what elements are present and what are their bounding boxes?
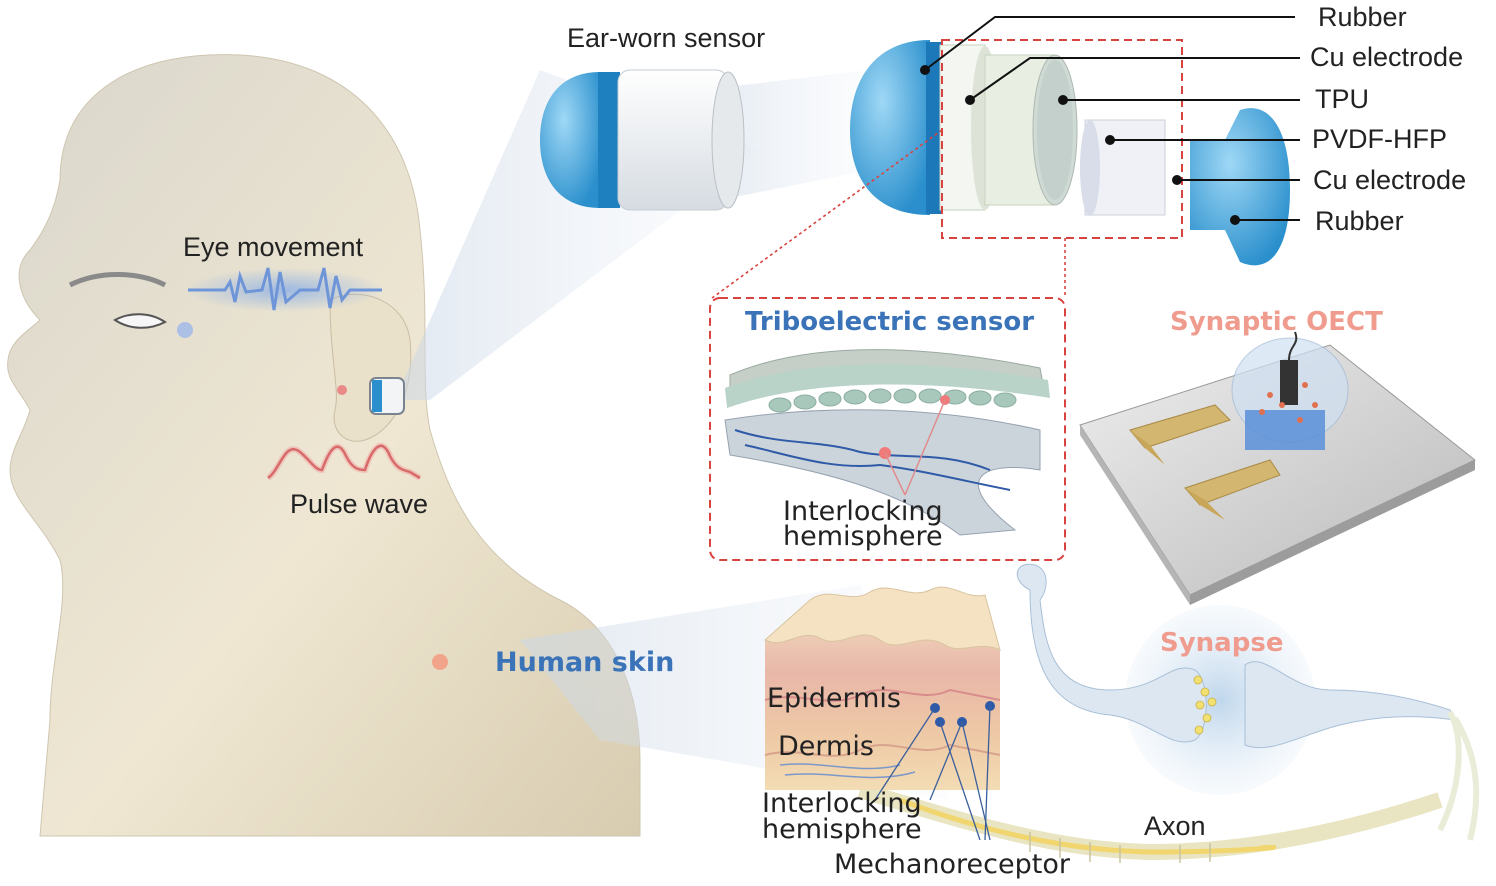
- eye-movement-label: Eye movement: [183, 232, 364, 262]
- callout-lines: [711, 129, 1066, 299]
- synapse-title: Synapse: [1160, 628, 1283, 658]
- earbud-on-head: [369, 377, 405, 415]
- axon: [857, 782, 1443, 863]
- layer-label-rubber-bottom: Rubber: [1315, 206, 1404, 236]
- skin-interlocking-line1: Interlocking: [762, 788, 922, 819]
- layer-label-rubber-top: Rubber: [1318, 2, 1407, 32]
- layer-label-tpu: TPU: [1315, 84, 1369, 114]
- layer-labels: Rubber Cu electrode TPU PVDF-HFP Cu elec…: [1310, 2, 1466, 236]
- ear-worn-sensor-label: Ear-worn sensor: [567, 23, 765, 53]
- skin-cross-section: [764, 586, 1001, 841]
- exploded-sensor: [850, 39, 1290, 266]
- tribo-interlocking-line2: hemisphere: [783, 521, 943, 552]
- tribo-interlocking-line1: Interlocking: [783, 496, 943, 527]
- synaptic-oect-title: Synaptic OECT: [1170, 307, 1383, 337]
- layer-label-cu-electrode-bottom: Cu electrode: [1313, 165, 1466, 195]
- axon-label: Axon: [1144, 811, 1206, 841]
- ear-worn-sensor: [540, 69, 745, 211]
- layer-label-pvdf-hfp: PVDF-HFP: [1312, 124, 1447, 154]
- pulse-wave-label: Pulse wave: [290, 489, 428, 519]
- pulse-wave-signal: [266, 442, 422, 481]
- mechanoreceptor-label: Mechanoreceptor: [834, 849, 1071, 880]
- triboelectric-panel: [709, 297, 1066, 561]
- human-skin-label: Human skin: [495, 647, 674, 678]
- synapse-illustration: [1017, 563, 1480, 841]
- triboelectric-sensor-title: Triboelectric sensor: [745, 307, 1034, 337]
- eye-movement-signal: [185, 267, 385, 312]
- dermis-label: Dermis: [778, 731, 874, 762]
- synaptic-oect: [1079, 331, 1476, 605]
- skin-interlocking-line2: hemisphere: [762, 814, 922, 845]
- layer-label-cu-electrode-top: Cu electrode: [1310, 42, 1463, 72]
- epidermis-label: Epidermis: [767, 683, 901, 714]
- layer-leaders: [920, 16, 1300, 225]
